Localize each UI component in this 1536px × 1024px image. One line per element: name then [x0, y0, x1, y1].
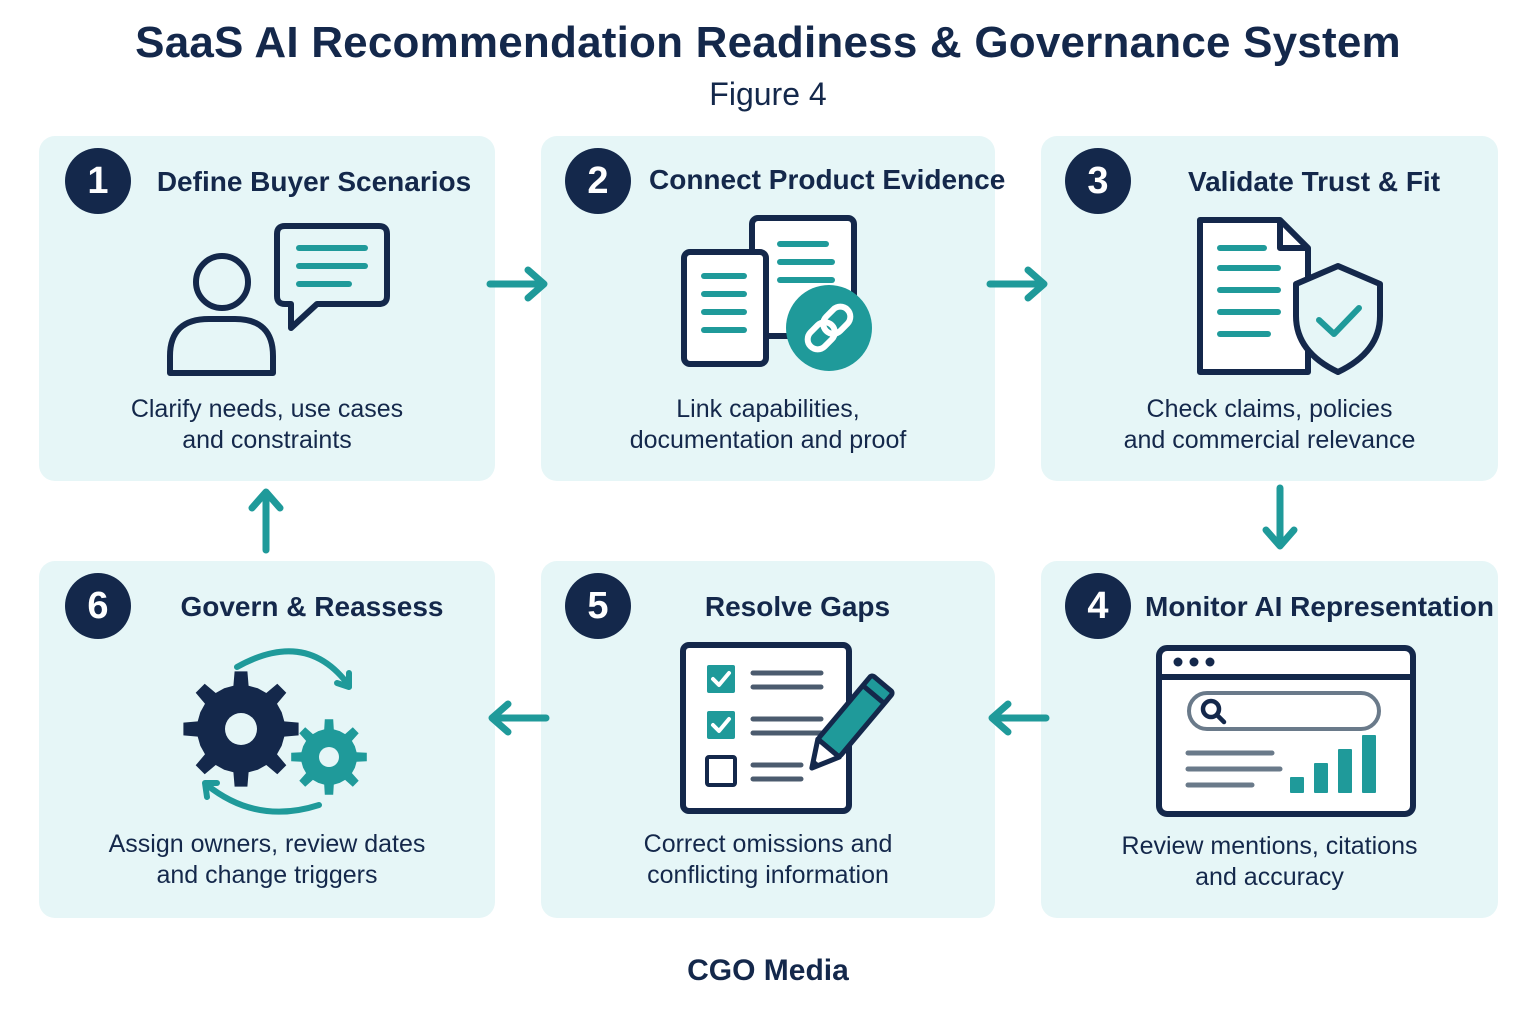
step-description: Assign owners, review dates and change t…: [108, 830, 426, 889]
step-number-badge: 6: [65, 573, 131, 639]
step-description: Review mentions, citations and accuracy: [1121, 832, 1418, 891]
step-title: Monitor AI Representation: [1145, 591, 1494, 622]
page-title: SaaS AI Recommendation Readiness & Gover…: [135, 18, 1401, 67]
step-card-4: 4 Monitor AI Representation Review menti…: [1041, 561, 1498, 918]
step-card-6: 6 Govern & Reassess Assign owners, revie…: [39, 561, 495, 918]
figure-label: Figure 4: [709, 76, 827, 112]
arrow-left-icon: [488, 700, 550, 736]
step-number-badge: 3: [1065, 148, 1131, 214]
step-title: Define Buyer Scenarios: [156, 166, 472, 197]
step-title: Resolve Gaps: [704, 591, 891, 622]
step-number-badge: 4: [1065, 573, 1131, 639]
brand-footer: CGO Media: [687, 954, 849, 987]
checklist-pencil-icon: [680, 642, 895, 814]
step-title: Validate Trust & Fit: [1187, 166, 1441, 197]
buyer-chat-icon: [167, 223, 390, 376]
document-shield-icon: [1197, 217, 1383, 375]
step-card-3: 3 Validate Trust & Fit Check claims, pol…: [1041, 136, 1498, 481]
gears-cycle-icon: [183, 648, 367, 815]
step-description: Correct omissions and conflicting inform…: [643, 830, 893, 889]
step-title: Connect Product Evidence: [649, 164, 1006, 195]
browser-search-chart-icon: [1156, 645, 1416, 817]
linked-documents-icon: [681, 215, 872, 371]
arrow-left-icon: [988, 700, 1050, 736]
arrow-right-icon: [986, 266, 1048, 302]
step-number-badge: 5: [565, 573, 631, 639]
step-number-badge: 2: [565, 148, 631, 214]
arrow-right-icon: [486, 266, 548, 302]
step-card-5: 5 Resolve Gaps Correct omissions and con…: [541, 561, 995, 918]
step-title: Govern & Reassess: [180, 591, 444, 622]
step-number-badge: 1: [65, 148, 131, 214]
step-card-1: 1 Define Buyer Scenarios Clarify needs, …: [39, 136, 495, 481]
step-card-2: 2 Connect Product Evidence Link capabili…: [541, 136, 1006, 481]
step-description: Link capabilities, documentation and pro…: [629, 395, 907, 454]
step-description: Check claims, policies and commercial re…: [1123, 395, 1416, 454]
arrow-down-icon: [1262, 484, 1298, 550]
arrow-up-icon: [248, 488, 284, 554]
step-description: Clarify needs, use cases and constraints: [130, 395, 404, 454]
